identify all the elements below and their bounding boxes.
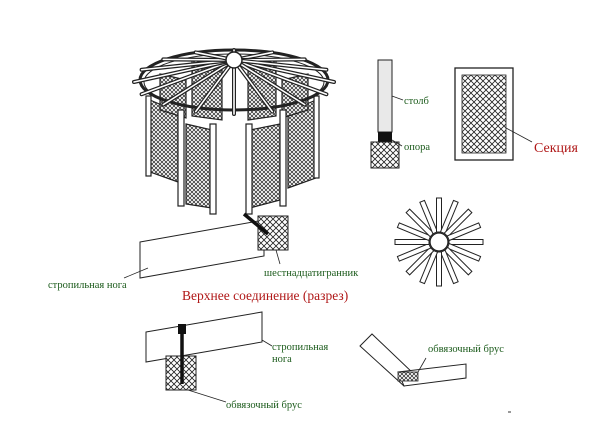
star-spoke — [396, 242, 432, 262]
gazebo-rafter-highlight — [233, 59, 306, 106]
foundation-block — [370, 141, 400, 169]
gazebo-rafter-highlight — [233, 59, 274, 113]
section-lattice — [461, 74, 507, 154]
top-joint-diagram: стропильная нога шестнадцатигранник Верх… — [48, 212, 359, 303]
rafter-leg-label-2a: стропильная — [272, 342, 328, 353]
rafter-leg-label-2b: нога — [272, 354, 292, 365]
star-spoke — [405, 208, 435, 238]
rafter-leg-plank — [139, 219, 265, 279]
section-label: Секция — [534, 141, 579, 156]
rafter-star-icon — [394, 197, 484, 287]
gazebo-rafter-highlight — [162, 58, 235, 61]
post-detail: столб опора — [370, 59, 430, 169]
support-label: опора — [404, 142, 430, 153]
star-spokes — [394, 197, 484, 287]
star-spoke — [436, 251, 442, 287]
gazebo-rafter-highlight — [194, 59, 235, 113]
gazebo-rafter-highlight — [233, 59, 328, 71]
star-spoke — [446, 222, 482, 242]
tie-beam-label-1: обвязочный брус — [226, 400, 302, 411]
bottom-joint-diagram: стропильная нога обвязочный брус — [145, 311, 328, 411]
star-hub — [429, 232, 449, 252]
star-spoke — [419, 249, 439, 285]
rafter-leg-label-1: стропильная нога — [48, 280, 127, 291]
gazebo-posts — [145, 95, 320, 215]
star-spoke — [394, 239, 430, 245]
star-spoke — [405, 246, 435, 276]
hexadecagon-label: шестнадцатигранник — [264, 268, 359, 279]
star-spoke — [443, 208, 473, 238]
tie-beam-label-2: обвязочный брус — [428, 344, 504, 355]
star-spoke — [439, 249, 459, 285]
top-joint-title: Верхнее соединение (разрез) — [182, 288, 348, 303]
support-block — [378, 132, 392, 144]
hexadecagon-block — [257, 215, 289, 251]
star-spoke — [439, 199, 459, 235]
star-spoke — [446, 242, 482, 262]
corner-joint-diagram: обвязочный брус — [359, 333, 504, 387]
post-bar — [377, 59, 393, 133]
joint-bolt-head — [178, 324, 186, 334]
star-spoke — [443, 246, 473, 276]
star-spoke — [396, 222, 432, 242]
star-spoke — [448, 239, 484, 245]
gazebo-crown — [225, 51, 243, 69]
gazebo-rafter-highlight — [162, 59, 235, 106]
star-spoke — [436, 197, 442, 233]
rafter-leg-plank-2 — [145, 311, 263, 363]
gazebo-rafter-highlight — [140, 59, 235, 96]
rafter-bolt — [242, 212, 270, 236]
post-label: столб — [404, 96, 429, 107]
gazebo-rafter-highlight — [233, 59, 328, 96]
star-spoke — [419, 199, 439, 235]
gazebo-illustration-icon — [132, 48, 336, 215]
corner-lattice-block — [397, 371, 419, 382]
section-detail: Секция — [454, 67, 579, 161]
